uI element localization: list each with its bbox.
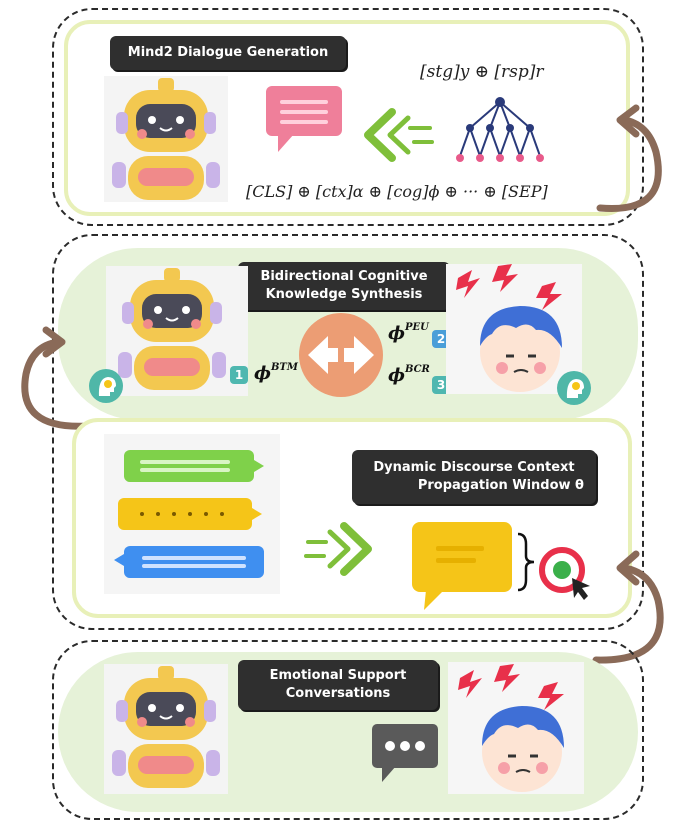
support-title: Emotional Support Conversations — [238, 660, 438, 710]
stressed-person-icon — [456, 264, 562, 392]
synthesis-dashed-frame — [52, 234, 644, 630]
context-title-line2: Propagation Window θ — [417, 478, 584, 493]
badge-2: 2 — [432, 330, 450, 348]
phi-peu-sup: PEU — [404, 322, 429, 333]
phi-bcr-sup: BCR — [404, 364, 430, 375]
typing-bubble-icon — [372, 724, 438, 782]
left-arrow-icon — [364, 108, 434, 162]
badge-3: 3 — [432, 376, 450, 394]
context-title-line1: Dynamic Discourse Context — [373, 460, 575, 476]
formula-top: [stg]y ⊕ [rsp]r — [420, 62, 544, 82]
lightbulb-head-icon — [557, 371, 591, 405]
speech-bubble-icon — [266, 86, 342, 152]
curved-arrow-icon — [21, 326, 92, 430]
message-bubble-icon — [412, 522, 512, 610]
phi-btm-sup: BTM — [270, 362, 298, 373]
robot-icon — [118, 268, 226, 390]
robot-icon — [112, 666, 220, 788]
phi-btm-base: ϕ — [254, 363, 271, 384]
phi-peu-label: ϕPEU — [388, 322, 429, 344]
stressed-person-icon — [458, 664, 564, 792]
generation-title-text: Mind2 Dialogue Generation — [127, 45, 329, 61]
support-title-line1: Emotional Support — [269, 668, 407, 684]
synthesis-title-line2: Knowledge Synthesis — [265, 287, 423, 302]
robot-icon — [112, 78, 220, 200]
lightbulb-head-icon — [89, 369, 123, 403]
badge-1: 1 — [230, 366, 248, 384]
formula-bottom: [CLS] ⊕ [ctx]α ⊕ [cog]ϕ ⊕ ··· ⊕ [SEP] — [246, 182, 548, 201]
bidirectional-arrows-icon — [299, 313, 383, 397]
right-arrow-icon — [304, 522, 372, 576]
chat-bubbles-icon — [114, 450, 264, 578]
phi-peu-base: ϕ — [388, 323, 405, 344]
network-tree-icon — [456, 97, 544, 162]
brace-icon — [517, 532, 535, 592]
support-dashed-frame — [52, 640, 644, 820]
generation-title: Mind2 Dialogue Generation — [110, 36, 346, 70]
generation-dashed-frame — [52, 8, 644, 226]
curved-arrow-icon — [596, 104, 662, 213]
target-cursor-icon — [539, 547, 590, 600]
synthesis-title-line1: Bidirectional Cognitive — [260, 269, 428, 285]
synthesis-title: Bidirectional Cognitive Knowledge Synthe… — [238, 262, 450, 310]
phi-bcr-label: ϕBCR — [388, 364, 430, 386]
support-title-line2: Conversations — [285, 686, 391, 701]
phi-bcr-base: ϕ — [388, 365, 405, 386]
context-title: Dynamic Discourse Context Propagation Wi… — [352, 450, 596, 504]
phi-btm-label: ϕBTM — [254, 362, 298, 384]
